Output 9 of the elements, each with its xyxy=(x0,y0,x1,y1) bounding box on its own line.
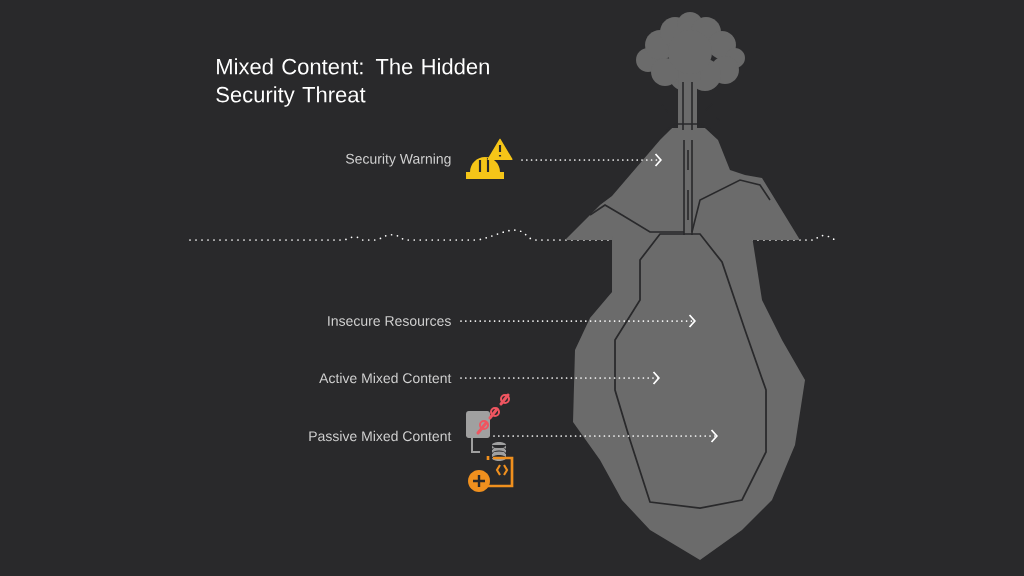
leader-arrow xyxy=(493,429,718,443)
callout-label: Security Warning xyxy=(345,153,451,167)
leader-arrow xyxy=(460,371,660,385)
leader-arrow xyxy=(460,314,696,328)
callout-label: Insecure Resources xyxy=(328,316,451,326)
callout-label: Passive Mixed Content xyxy=(309,430,452,442)
callout-label: Active Mixed Content xyxy=(319,372,452,384)
leader-arrow xyxy=(521,153,662,167)
title: Mixed Content: The Hidden Security Threat xyxy=(216,58,489,107)
